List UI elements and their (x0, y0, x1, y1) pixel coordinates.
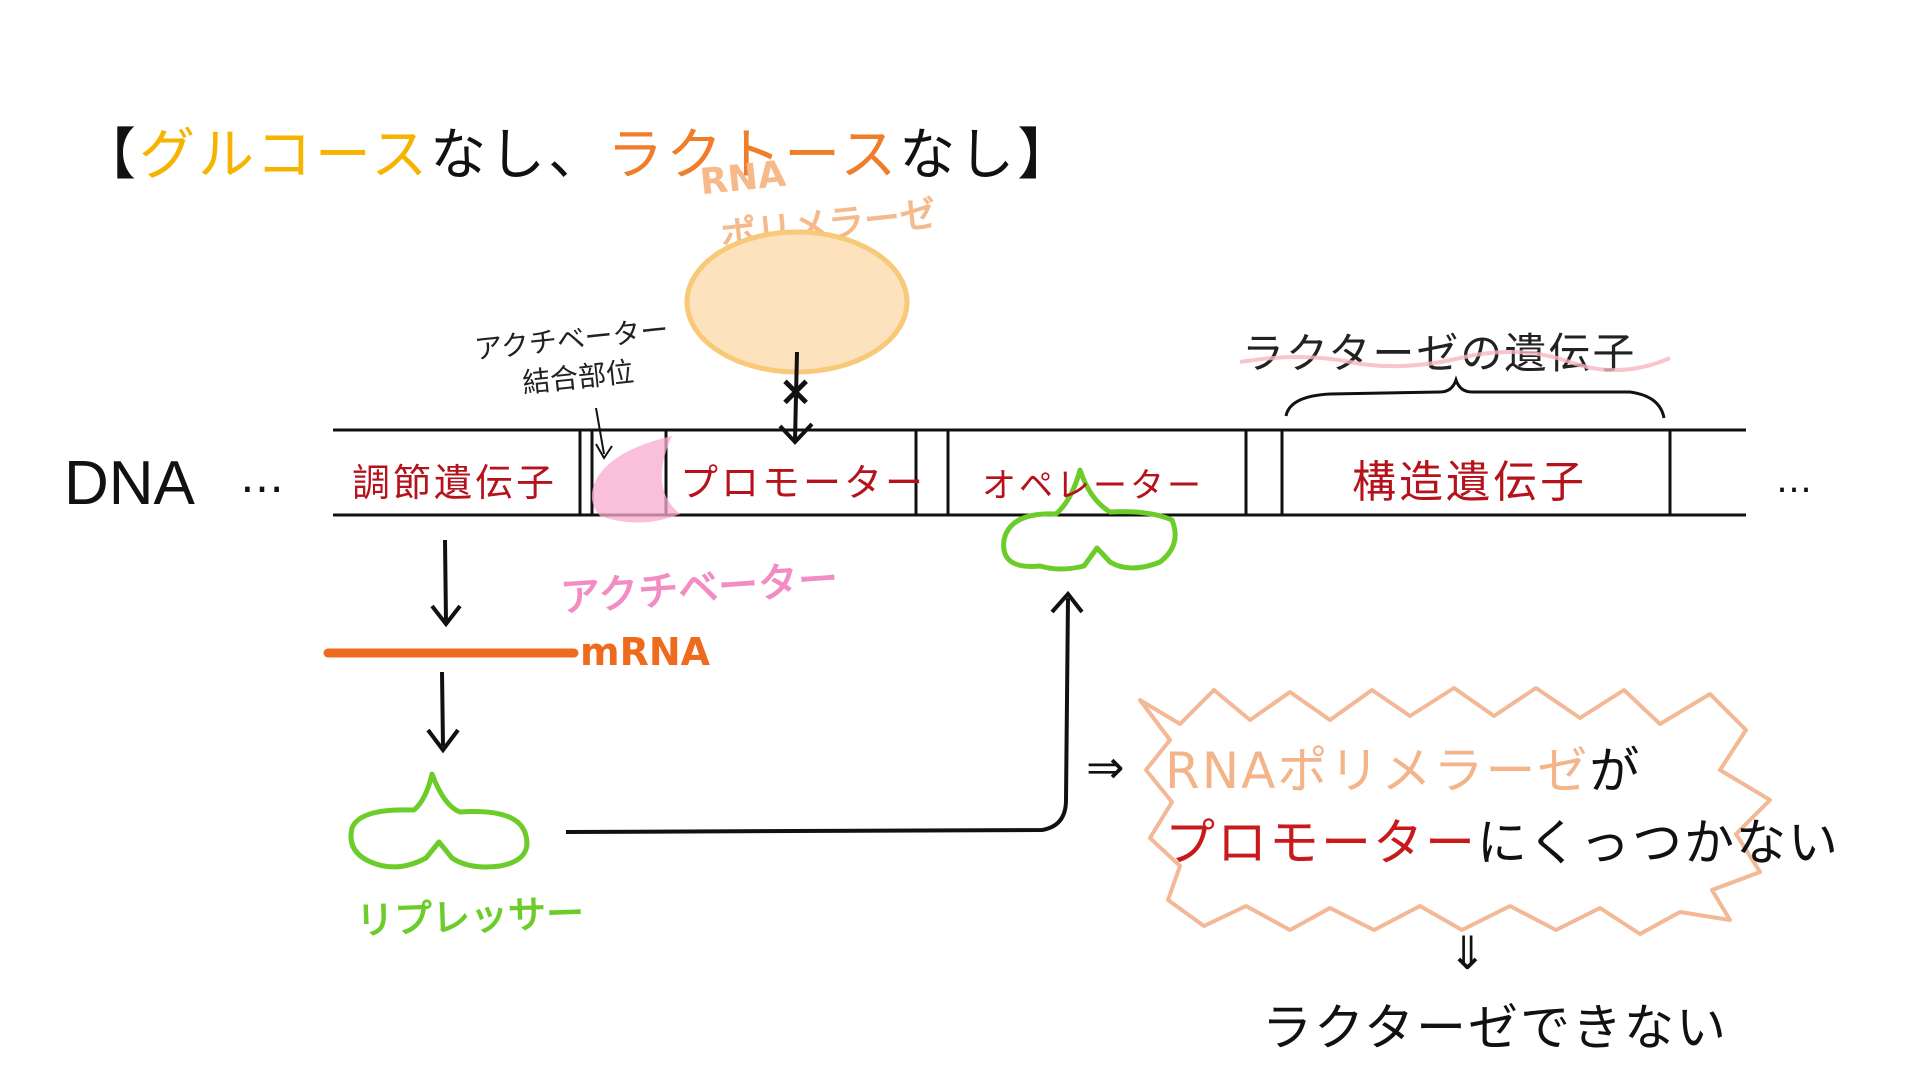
explanation-line2: プロモーターにくっつかない (1165, 807, 1840, 879)
explanation-text: RNAポリメラーゼが プロモーターにくっつかない (1165, 735, 1840, 879)
structural-gene-brace (1284, 375, 1666, 419)
mrna-label: mRNA (580, 630, 711, 674)
explanation-ga: が (1589, 742, 1642, 800)
block-mark: × (778, 366, 814, 415)
dna-dots-left: … (240, 452, 284, 503)
segment-promoter: プロモーター (680, 461, 927, 505)
title-mid1: なし、 (430, 123, 608, 188)
repressor-label: リプレッサー (355, 891, 585, 943)
segment-structural-gene: 構造遺伝子 (1352, 457, 1587, 508)
activator-shape (591, 436, 680, 523)
result-arrow: ⇓ (1448, 926, 1487, 980)
segment-operator: オペレーター (982, 466, 1204, 506)
repressor-shape (348, 771, 530, 870)
explanation-line1: RNAポリメラーゼが (1165, 735, 1840, 807)
explanation-cloud (1138, 686, 1772, 936)
repressor-binding-arrow-head (1050, 590, 1084, 614)
translation-arrow (440, 671, 445, 747)
slide-title: 【グルコースなし、ラクトースなし】 (80, 110, 1076, 191)
activator-site-pointer-head (595, 443, 613, 460)
explanation-not-attach: にくっつかない (1477, 814, 1840, 872)
title-lactose: ラクトース (607, 123, 900, 188)
title-mid2: なし (899, 123, 1018, 188)
explanation-rna-polymerase: RNAポリメラーゼ (1165, 742, 1590, 800)
polymerase-arrow (793, 351, 799, 441)
result-text: ラクターゼできない (1262, 999, 1728, 1057)
operator-repressor-shape (1001, 467, 1178, 572)
dna-dots-right: … (1776, 460, 1812, 501)
lactase-gene-label: ラクターゼの遺伝子 (1242, 329, 1637, 378)
repressor-binding-arrow (565, 597, 1070, 834)
lactase-label-underline (1239, 349, 1671, 373)
title-close-bracket: 】 (1017, 123, 1077, 188)
title-glucose: グルコース (139, 123, 431, 188)
translation-arrow-head (426, 728, 460, 754)
dna-label: DNA (64, 449, 195, 518)
title-open-bracket: 【 (80, 123, 139, 188)
rna-polymerase-shape (684, 229, 910, 375)
explanation-promoter: プロモーター (1165, 814, 1477, 872)
segment-regulatory-gene: 調節遺伝子 (352, 461, 558, 505)
transcription-arrow (443, 539, 448, 623)
transcription-arrow-head (430, 604, 462, 628)
implies-arrow: ⇒ (1086, 740, 1125, 794)
